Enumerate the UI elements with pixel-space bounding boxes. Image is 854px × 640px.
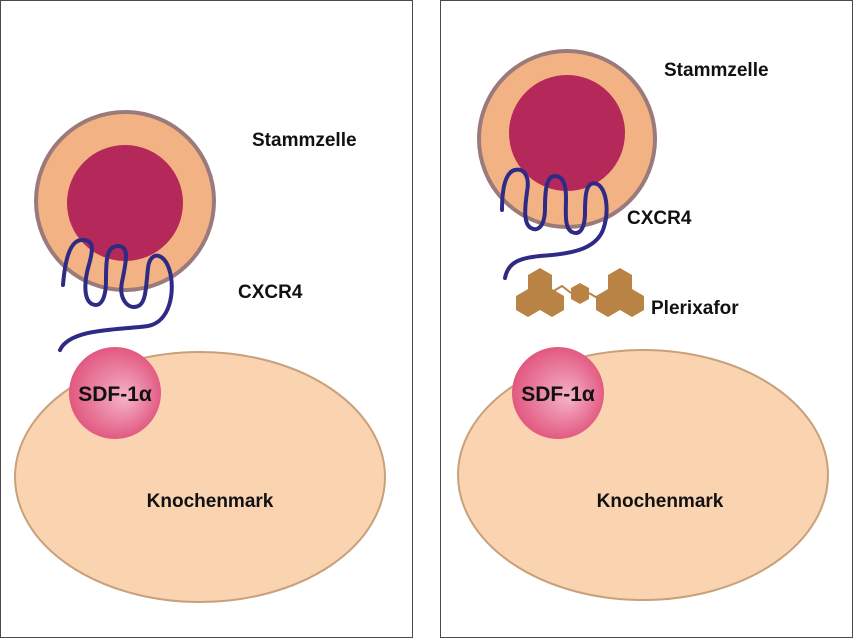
stem-cell-nucleus: [67, 145, 183, 261]
bone-marrow-label: Knochenmark: [597, 491, 724, 512]
sdf-1a-label: SDF-1α: [521, 383, 595, 406]
plerixafor-linker: [551, 284, 572, 294]
stem-cell-label: Stammzelle: [664, 60, 769, 81]
cxcr4-label: CXCR4: [238, 282, 303, 303]
sdf-1a-ligand: [69, 347, 161, 439]
plerixafor-molecule: [516, 268, 644, 317]
bone-marrow-label: Knochenmark: [147, 491, 274, 512]
cxcr4-label: CXCR4: [627, 208, 692, 229]
plerixafor-ring: [528, 282, 552, 310]
cxcr4-receptor: [500, 167, 609, 280]
stem-cell-nucleus: [509, 75, 625, 191]
panel-right: Knochenmark Stammzelle CXCR4 Plerixafor …: [457, 49, 829, 601]
sdf-1a-ligand: [512, 347, 604, 439]
plerixafor-linker: [588, 291, 609, 301]
panel-left: Knochenmark Stammzelle CXCR4 SDF-1α: [14, 110, 386, 603]
sdf-1a-label: SDF-1α: [78, 383, 152, 406]
plerixafor-ring: [608, 282, 632, 310]
plerixafor-ring: [571, 283, 589, 304]
cxcr4-receptor: [58, 237, 174, 352]
stem-cell-label: Stammzelle: [252, 130, 357, 151]
plerixafor-label: Plerixafor: [651, 298, 739, 319]
